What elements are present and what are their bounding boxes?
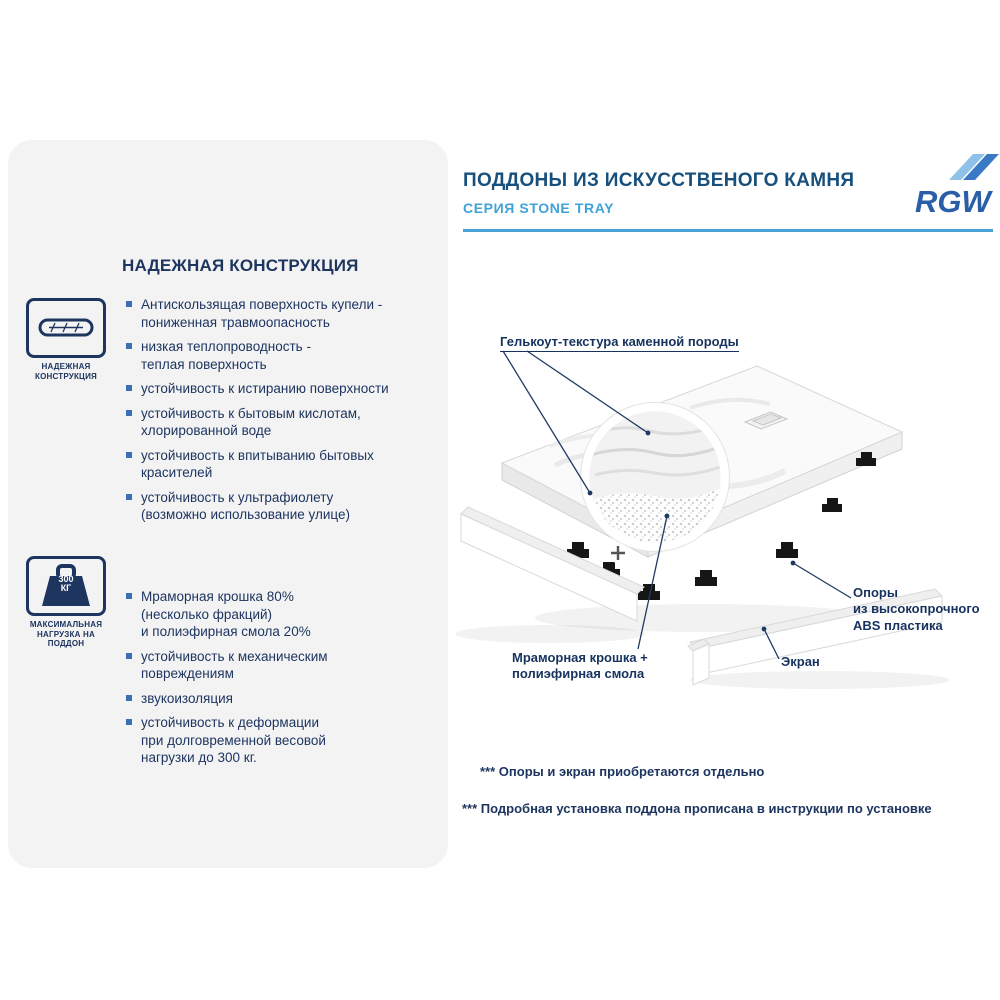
bullet-square: [126, 493, 132, 500]
footnote-installation-manual: *** Подробная установка поддона прописан…: [462, 801, 932, 816]
label-abs-supports: Опоры из высокопрочного ABS пластика: [853, 585, 980, 633]
feature-item: устойчивость к деформации при долговреме…: [126, 714, 444, 767]
footnote-supports-sold-separately: *** Опоры и экран приобретаются отдельно: [480, 764, 765, 779]
feature-item: Мраморная крошка 80% (несколько фракций)…: [126, 588, 444, 641]
tray-profile-icon: [38, 318, 94, 337]
weight-value: 300 КГ: [58, 574, 74, 594]
callout-lines: [502, 350, 852, 660]
feature-item: устойчивость к механическим повреждениям: [126, 648, 444, 683]
feature-item: устойчивость к ультрафиолету (возможно и…: [126, 489, 444, 524]
label-gelcoat-texture: Гелькоут-текстура каменной породы: [500, 334, 739, 353]
logo-stripe-light: [949, 154, 985, 180]
weight-icon: [42, 564, 90, 606]
page-title: ПОДДОНЫ ИЗ ИСКУССТВЕНОГО КАМНЯ: [463, 170, 855, 191]
texture-magnifier: [580, 402, 730, 563]
logo-text: RGW: [915, 184, 994, 219]
header-divider: [463, 229, 993, 232]
panel-shadow-right: [690, 671, 950, 689]
label-screen: Экран: [781, 654, 820, 669]
bullet-square: [126, 694, 132, 701]
tray-exploded-view: [455, 350, 950, 689]
callout-dots: [587, 430, 796, 632]
bullet-square: [126, 343, 132, 350]
rgw-logo: RGW: [915, 154, 999, 219]
feature-item: низкая теплопроводность - теплая поверхн…: [126, 338, 444, 373]
features-panel: [8, 140, 448, 868]
construction-icon-block: НАДЕЖНАЯ КОНСТРУКЦИЯ: [18, 298, 114, 381]
max-load-icon: 300 КГ: [26, 556, 106, 616]
panel-title: НАДЕЖНАЯ КОНСТРУКЦИЯ: [122, 256, 359, 275]
page-subtitle: СЕРИЯ STONE TRAY: [463, 200, 615, 216]
feature-item: звукоизоляция: [126, 690, 444, 708]
bullet-square: [126, 593, 132, 599]
bullet-square: [126, 385, 132, 392]
bullet-square: [126, 652, 132, 659]
logo-stripe-dark: [963, 154, 999, 180]
feature-list-material: Мраморная крошка 80% (несколько фракций)…: [126, 588, 444, 774]
feature-item: устойчивость к бытовым кислотам, хлориро…: [126, 405, 444, 440]
plus-icon: [608, 543, 628, 563]
max-load-icon-block: 300 КГ МАКСИМАЛЬНАЯ НАГРУЗКА НА ПОДДОН: [18, 556, 114, 649]
drain-cover: [743, 411, 789, 430]
feature-item: устойчивость к истиранию поверхности: [126, 380, 444, 398]
label-marble-resin: Мраморная крошка + полиэфирная смола: [512, 650, 648, 682]
bullet-square: [126, 451, 132, 458]
feature-list-construction: Антискользящая поверхность купели - пони…: [126, 296, 444, 531]
construction-icon: [26, 298, 106, 358]
bullet-square: [126, 719, 132, 726]
tray-diagram: Гелькоут-текстура каменной породы Опоры …: [455, 250, 1000, 730]
screen-panels: [460, 506, 944, 686]
feature-item: Антискользящая поверхность купели - пони…: [126, 296, 444, 331]
feature-item: устойчивость к впитыванию бытовых красит…: [126, 447, 444, 482]
panel-shadow-left: [455, 625, 645, 643]
bullet-square: [126, 409, 132, 416]
bullet-square: [126, 301, 132, 307]
construction-icon-caption: НАДЕЖНАЯ КОНСТРУКЦИЯ: [35, 362, 97, 381]
max-load-icon-caption: МАКСИМАЛЬНАЯ НАГРУЗКА НА ПОДДОН: [29, 620, 103, 649]
